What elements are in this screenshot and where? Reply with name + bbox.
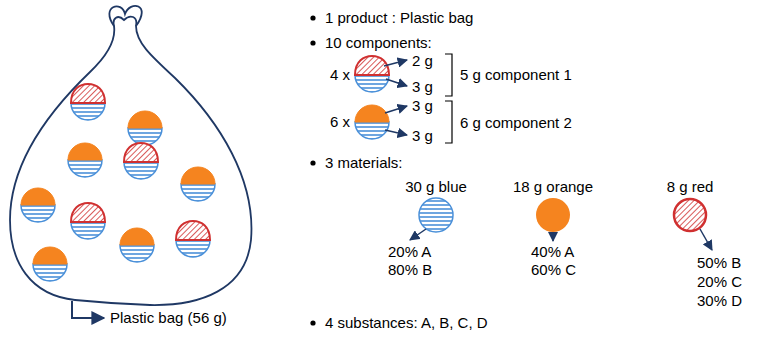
- bullet: [310, 320, 315, 325]
- component-2-icon: [128, 111, 162, 145]
- bullet-text: 4 substances: A, B, C, D: [325, 314, 488, 331]
- component-2-icon: [181, 167, 215, 201]
- component-2-icon: [120, 228, 154, 262]
- component-total: 6 g component 2: [460, 114, 572, 131]
- orange-material-icon: [536, 198, 570, 232]
- brackets: [445, 54, 452, 143]
- leader-arrow: [385, 106, 407, 113]
- substance-share: 80% B: [388, 261, 432, 278]
- component-2-icon: [21, 188, 55, 222]
- mass-label: 2 g: [412, 52, 433, 69]
- leader-arrow: [552, 233, 554, 241]
- bullet-text: 10 components:: [325, 34, 432, 51]
- material-label: 8 g red: [667, 178, 714, 195]
- bag-pointer-arrow: [72, 301, 104, 318]
- bullet: [310, 160, 315, 165]
- leader-arrow: [385, 130, 407, 135]
- component-1-icon: [71, 203, 105, 239]
- substance-share: 30% D: [697, 292, 742, 309]
- component-2-icon: [33, 247, 67, 281]
- bracket: [445, 101, 452, 143]
- bullet: [310, 40, 315, 45]
- component-1-icon: [71, 84, 105, 120]
- substance-share: 20% A: [388, 243, 431, 260]
- mass-label: 3 g: [412, 97, 433, 114]
- substance-share: 20% C: [697, 273, 742, 290]
- mass-label: 3 g: [412, 78, 433, 95]
- bullet-text: 3 materials:: [325, 154, 403, 171]
- material-label: 30 g blue: [405, 178, 467, 195]
- component-2-icon: [355, 105, 389, 139]
- substance-share: 60% C: [531, 261, 576, 278]
- bag-knot: [109, 6, 141, 26]
- substance-share: 40% A: [531, 243, 574, 260]
- count-label: 4 x: [330, 66, 350, 83]
- component-1-icon: [355, 56, 389, 92]
- bag-outline: [10, 17, 251, 305]
- bullet: [310, 15, 315, 20]
- bag-components: [21, 84, 215, 281]
- bracket: [445, 54, 452, 96]
- product-label: Plastic bag (56 g): [110, 309, 227, 326]
- leader-arrow: [700, 229, 712, 250]
- leader-arrow: [410, 229, 426, 240]
- mass-label: 3 g: [412, 127, 433, 144]
- red-material-icon: [674, 199, 706, 231]
- leader-arrows: [384, 60, 407, 135]
- leader-arrow: [384, 60, 407, 66]
- bullets: [310, 15, 315, 325]
- bullet-text: 1 product : Plastic bag: [325, 9, 473, 26]
- leader-arrow: [386, 79, 407, 86]
- substance-share: 50% B: [697, 254, 741, 271]
- component-2-icon: [68, 143, 102, 177]
- component-total: 5 g component 1: [460, 66, 572, 83]
- component-1-icon: [124, 143, 158, 179]
- count-label: 6 x: [330, 113, 350, 130]
- blue-material-icon: [419, 198, 453, 232]
- component-1-icon: [176, 221, 210, 257]
- material-label: 18 g orange: [513, 178, 593, 195]
